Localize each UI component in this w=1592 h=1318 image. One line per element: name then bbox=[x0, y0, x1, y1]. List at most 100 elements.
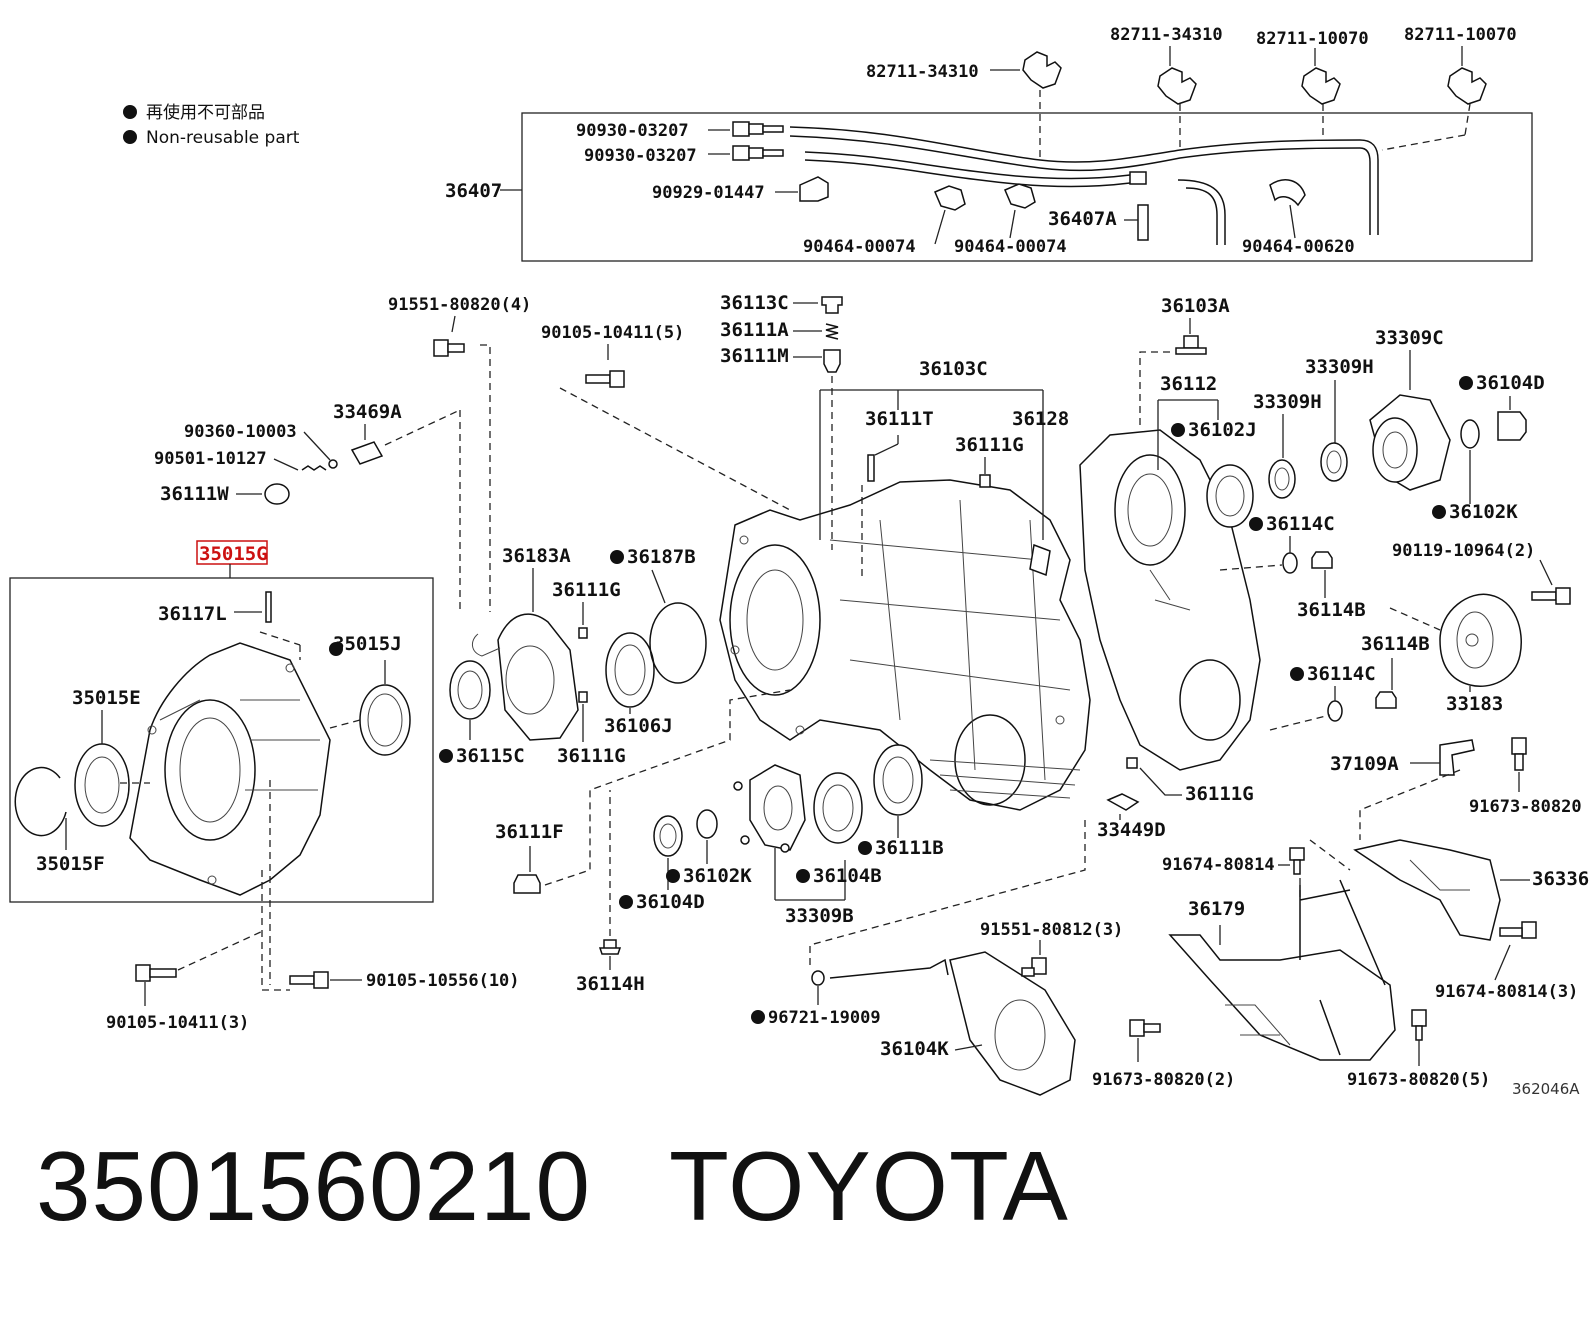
o-ring-36187B bbox=[649, 602, 707, 684]
label-36104K: 36104K bbox=[880, 1038, 949, 1060]
label-36104B: 36104B bbox=[813, 865, 882, 887]
bolt-icon bbox=[433, 339, 465, 357]
plug-36104D-b bbox=[653, 815, 683, 857]
snap-ring-35015F bbox=[14, 766, 67, 837]
label-36114C-a: 36114C bbox=[1266, 513, 1335, 535]
dipstick-tube bbox=[829, 958, 949, 979]
lower-middle-parts: 36111F 36104D 36102K 33309B 36104B 36111… bbox=[495, 689, 1254, 1096]
label-91673-80820-2: 91673-80820(2) bbox=[1092, 1070, 1235, 1090]
extension-housing-frame bbox=[9, 577, 434, 903]
footer-part-number: 3501560210 bbox=[36, 1131, 592, 1241]
bearing-35015E bbox=[74, 743, 130, 827]
plug-36111W bbox=[264, 483, 290, 505]
o-ring-36102K bbox=[1460, 419, 1480, 449]
label-36111W: 36111W bbox=[160, 483, 229, 505]
plug-36114H bbox=[598, 939, 622, 955]
label-90464-00620: 90464-00620 bbox=[1242, 237, 1355, 257]
companion-flange-33309B bbox=[749, 764, 806, 851]
label-90105-10556-10: 90105-10556(10) bbox=[366, 971, 520, 991]
label-91674-80814: 91674-80814 bbox=[1162, 855, 1275, 875]
label-90930-03207-a: 90930-03207 bbox=[576, 121, 689, 141]
label-36111F: 36111F bbox=[495, 821, 564, 843]
hose-clip-icon bbox=[1301, 67, 1341, 105]
washer-33309H-a bbox=[1268, 459, 1296, 499]
pin-36111T bbox=[867, 454, 875, 482]
label-36103A: 36103A bbox=[1161, 295, 1230, 317]
relief-valve-parts: 36113C 36111A 36111M bbox=[720, 292, 843, 550]
hose-line-upper bbox=[789, 126, 1379, 235]
label-36117L: 36117L bbox=[158, 603, 227, 625]
label-90929-01447: 90929-01447 bbox=[652, 183, 765, 203]
label-90360-10003: 90360-10003 bbox=[184, 422, 297, 442]
valve-36111M bbox=[823, 349, 841, 373]
oil-seal-36102J bbox=[1206, 464, 1254, 528]
union-bolt-icon-b bbox=[732, 145, 784, 161]
label-90464-00074-a: 90464-00074 bbox=[803, 237, 916, 257]
footer-caption: 3501560210 TOYOTA bbox=[36, 1130, 1069, 1243]
bolt-icon bbox=[1175, 335, 1207, 355]
label-33309B: 33309B bbox=[785, 905, 854, 927]
label-36111T: 36111T bbox=[865, 408, 934, 430]
hose-line-upper-b bbox=[789, 135, 1371, 235]
label-36113C: 36113C bbox=[720, 292, 789, 314]
guard-36104K bbox=[949, 951, 1076, 1096]
label-36115C: 36115C bbox=[456, 745, 525, 767]
clamp-icon bbox=[934, 185, 966, 211]
footer-brand: TOYOTA bbox=[669, 1131, 1069, 1241]
label-36111G-c: 36111G bbox=[557, 745, 626, 767]
label-36407: 36407 bbox=[445, 180, 502, 202]
label-91551-80820-4: 91551-80820(4) bbox=[388, 295, 531, 315]
label-91674-80814-3: 91674-80814(3) bbox=[1435, 982, 1578, 1002]
oil-seal-36104B bbox=[813, 772, 863, 844]
hose-clip-icon bbox=[1022, 51, 1062, 89]
label-90119-10964-2: 90119-10964(2) bbox=[1392, 541, 1535, 561]
bolt-icon bbox=[1129, 1019, 1161, 1037]
label-82711-10070-b: 82711-10070 bbox=[1404, 25, 1517, 45]
plug-36114B bbox=[1311, 551, 1333, 569]
label-91673-80820-5: 91673-80820(5) bbox=[1347, 1070, 1490, 1090]
label-90105-10411-5: 90105-10411(5) bbox=[541, 323, 684, 343]
label-36114B-b: 36114B bbox=[1361, 633, 1430, 655]
union-bolt-icon-a bbox=[732, 121, 784, 137]
label-36104D-b: 36104D bbox=[636, 891, 705, 913]
legend: 再使用不可部品 Non-reusable part bbox=[123, 102, 300, 148]
nut-36104D bbox=[1497, 411, 1527, 441]
pump-group: 36115C 36183A 36111G 36111G 36106J 36187… bbox=[439, 545, 707, 767]
protector-36336 bbox=[1353, 839, 1501, 941]
gasket-33449D bbox=[1106, 793, 1140, 811]
extension-housing-group: 35015G 35015J 35015E 35015F 36117L bbox=[9, 540, 434, 985]
label-36111G-b: 36111G bbox=[552, 579, 621, 601]
plug-36113C bbox=[821, 296, 843, 314]
upper-left-parts: 91551-80820(4) 90105-10411(5) 90360-1000… bbox=[154, 295, 791, 612]
hose-assembly-frame bbox=[521, 112, 1533, 262]
plug-36114B-b bbox=[1375, 691, 1397, 709]
gasket-36114C bbox=[1282, 552, 1298, 574]
transfer-case-group: 36103C 36111T 36128 36111G 36113C 36111A… bbox=[719, 292, 1091, 811]
label-36183A: 36183A bbox=[502, 545, 571, 567]
pin-36117L bbox=[265, 591, 272, 623]
spring-36111A bbox=[825, 323, 839, 340]
bolt-icon bbox=[1499, 921, 1537, 939]
detent-33469A bbox=[350, 441, 384, 465]
label-33449D: 33449D bbox=[1097, 819, 1166, 841]
label-33309H-a: 33309H bbox=[1253, 391, 1322, 413]
ball-90360 bbox=[328, 459, 338, 469]
label-36112: 36112 bbox=[1160, 373, 1217, 395]
hose-tee bbox=[1129, 171, 1147, 185]
washer-33309H-b bbox=[1320, 442, 1348, 482]
label-37109A: 37109A bbox=[1330, 753, 1399, 775]
label-90930-03207-b: 90930-03207 bbox=[584, 146, 697, 166]
label-35015G: 35015G bbox=[199, 543, 268, 565]
label-36114B-a: 36114B bbox=[1297, 599, 1366, 621]
o-ring-96721 bbox=[811, 970, 825, 986]
plug-36111F bbox=[513, 874, 541, 894]
label-33183: 33183 bbox=[1446, 693, 1503, 715]
label-36103C: 36103C bbox=[919, 358, 988, 380]
label-90501-10127: 90501-10127 bbox=[154, 449, 267, 469]
bolt-icon bbox=[1021, 957, 1047, 977]
clamp-band-icon bbox=[1269, 179, 1306, 207]
lower-right-parts: 37109A 91673-80820 36336 91674-80814 361… bbox=[1092, 737, 1589, 1098]
label-90105-10411-3: 90105-10411(3) bbox=[106, 1013, 249, 1033]
clip-icon bbox=[799, 176, 829, 202]
